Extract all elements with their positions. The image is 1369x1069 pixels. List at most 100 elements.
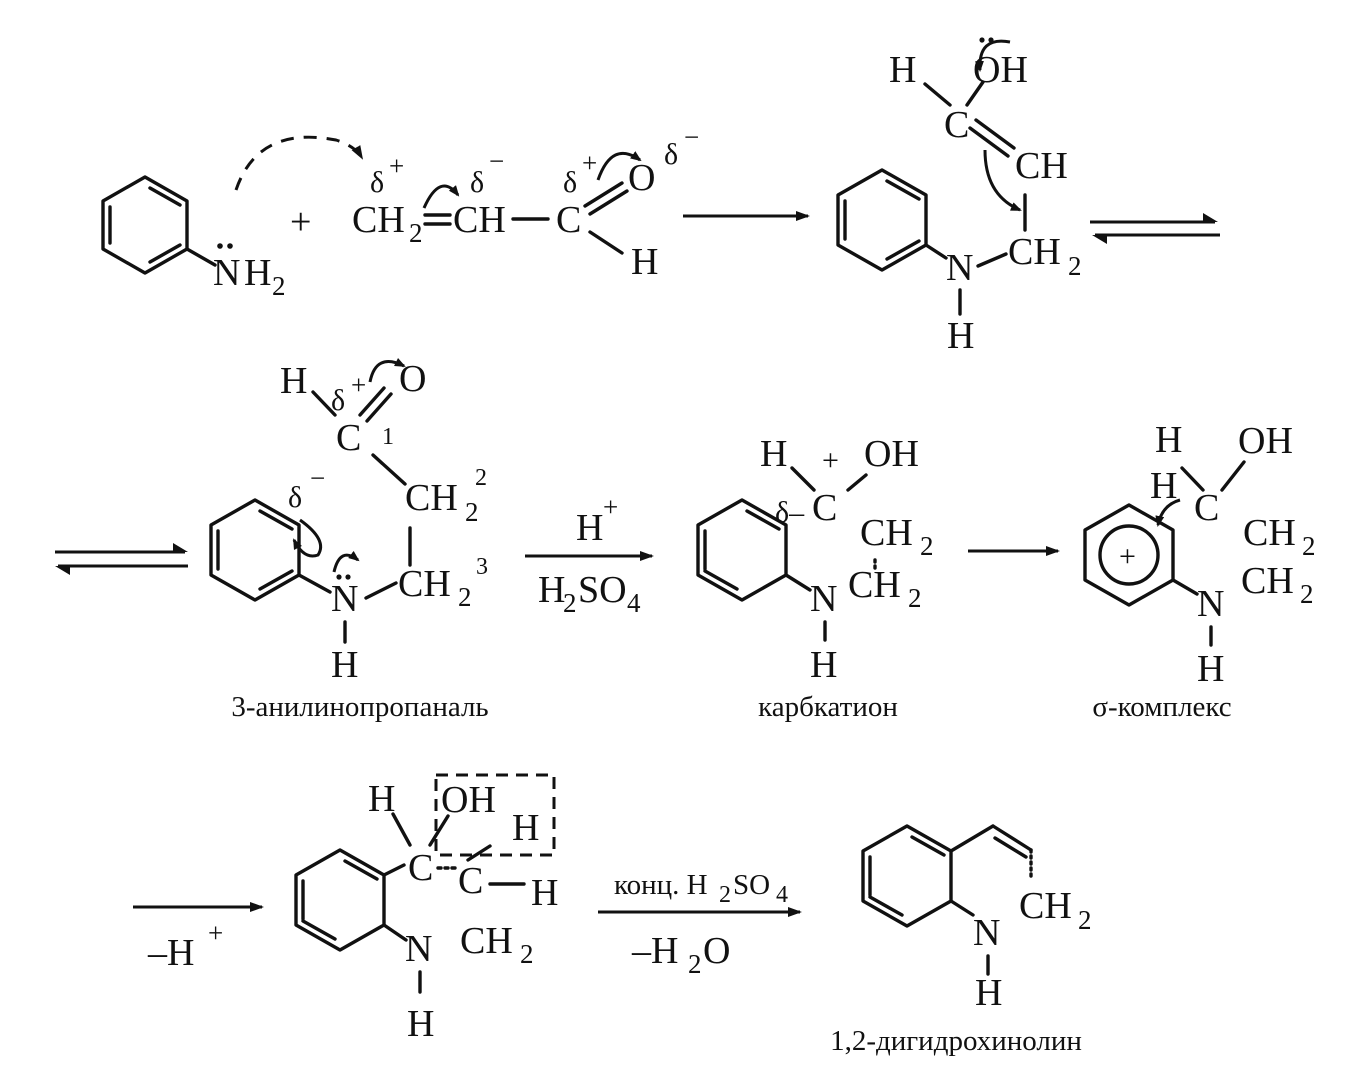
sig-carbon: C [1194,487,1219,529]
enol-h: H [889,49,916,91]
svg-text:+: + [208,918,223,948]
curly-arrow-oh [974,39,1011,72]
dq-nitrogen: N [973,912,1000,954]
sig-ch2-a: CH [1243,512,1296,554]
caption-anilinopropanal: 3-анилинопропаналь [231,691,488,723]
svg-text:–H: –H [147,932,194,974]
dq-nh: H [975,972,1002,1014]
dq-ch2: CH [1019,885,1072,927]
cat-ch2-a: CH [860,512,913,554]
svg-text:2: 2 [520,939,534,969]
curly-arrow-enol [983,149,1022,212]
svg-text:2: 2 [1300,579,1314,609]
svg-text:2: 2 [563,588,577,618]
enol-ch2: CH [1008,231,1061,273]
svg-text:H: H [576,507,603,549]
alcohol-intermediate: N H CH 2 C C H H OH H [294,773,558,1045]
acrolein-aldehyde-h: H [631,241,658,283]
sig-h2: H [1150,465,1177,507]
equilibrium-arrows-1 [1090,213,1220,244]
aniline-molecule: N H 2 [101,175,286,301]
alc-h2: H [512,807,539,849]
svg-text:2: 2 [1302,531,1316,561]
delta-plus-c: δ [563,166,577,199]
svg-text:4: 4 [627,588,641,618]
svg-text:SO: SO [733,869,770,901]
alc-h3: H [531,872,558,914]
alc-nh: H [407,1003,434,1045]
enol-intermediate: N H CH 2 CH C H OH [836,37,1082,357]
svg-text:2: 2 [908,583,922,613]
svg-text:2: 2 [1078,905,1092,935]
svg-text:O: O [703,930,730,972]
curly-arrow-n [332,550,360,573]
cat-nh: H [810,644,837,686]
reaction-arrow-4: –H + [133,902,264,974]
alc-c2: C [458,860,483,902]
plus-sign: + [290,201,311,243]
cat-plus: + [822,444,839,477]
alc-c1: C [408,847,433,889]
delta-minus-o: δ [664,138,678,171]
ald-ch2-2: CH [405,477,458,519]
equilibrium-arrows-2 [55,543,188,575]
alc-nitrogen: N [405,928,432,970]
cat-h: H [760,433,787,475]
caption-dihydroquinoline: 1,2-дигидрохинолин [830,1025,1082,1057]
svg-text:SO: SO [578,569,627,611]
acrolein-ch: CH [453,199,506,241]
cat-nitrogen: N [810,578,837,620]
svg-text:3: 3 [476,554,488,580]
curly-arrow-co-2 [368,357,406,383]
svg-text:конц. H: конц. H [614,869,708,901]
sig-h1: H [1155,419,1182,461]
dashed-attack-arrow [234,135,364,191]
delta-minus-ch: δ [470,166,484,199]
svg-text:2: 2 [458,582,472,612]
cat-delta: δ– [775,496,805,529]
acrolein-molecule: CH 2 CH C O H δ + δ − δ + δ − [352,122,699,283]
svg-text:+: + [389,151,404,181]
svg-text:2: 2 [475,465,487,491]
sig-nh: H [1197,648,1224,690]
svg-text:+: + [603,492,618,522]
ald-nh: H [331,644,358,686]
svg-text:–H: –H [631,930,678,972]
svg-text:−: − [310,463,325,493]
acrolein-ch2: CH [352,199,405,241]
dihydroquinoline-molecule: N CH 2 H [861,824,1092,1014]
svg-text:−: − [684,122,699,152]
enol-nitrogen: N [946,247,973,289]
sig-oh: OH [1238,420,1293,462]
sig-nitrogen: N [1197,583,1224,625]
alc-h1: H [368,778,395,820]
svg-text:2: 2 [920,531,934,561]
curly-arrow-co [596,151,642,181]
amine-nitrogen: N [213,252,240,294]
reaction-arrow-2: H + H 2 SO 4 [525,492,654,618]
svg-text:δ: δ [331,384,345,417]
anilinopropanal-molecule: N H CH 2 3 CH 2 2 C 1 H O δ + δ − [209,357,488,686]
caption-sigma-complex: σ-комплекс [1092,691,1231,723]
svg-text:2: 2 [465,497,479,527]
cat-ch2-b: CH [848,564,901,606]
cat-oh: OH [864,433,919,475]
carbocation-molecule: N H CH 2 CH 2 C δ– H + OH [696,433,934,686]
curly-arrow-ch [1155,498,1181,527]
svg-text:1: 1 [382,424,394,450]
amine-hydrogen: H [244,252,271,294]
ald-nitrogen: N [331,578,358,620]
enol-c: C [944,104,969,146]
svg-text:2: 2 [688,949,702,979]
sigma-plus: + [1119,540,1136,573]
alc-oh: OH [441,779,496,821]
enol-nh: H [947,315,974,357]
reaction-arrow-5: конц. H 2 SO 4 –H 2 O [598,869,802,979]
curly-arrow-pi [422,184,460,209]
svg-text:4: 4 [776,882,788,908]
svg-text:−: − [489,146,504,176]
amine-subscript: 2 [272,271,286,301]
ald-ch2-3: CH [398,563,451,605]
svg-text:+: + [582,148,597,178]
